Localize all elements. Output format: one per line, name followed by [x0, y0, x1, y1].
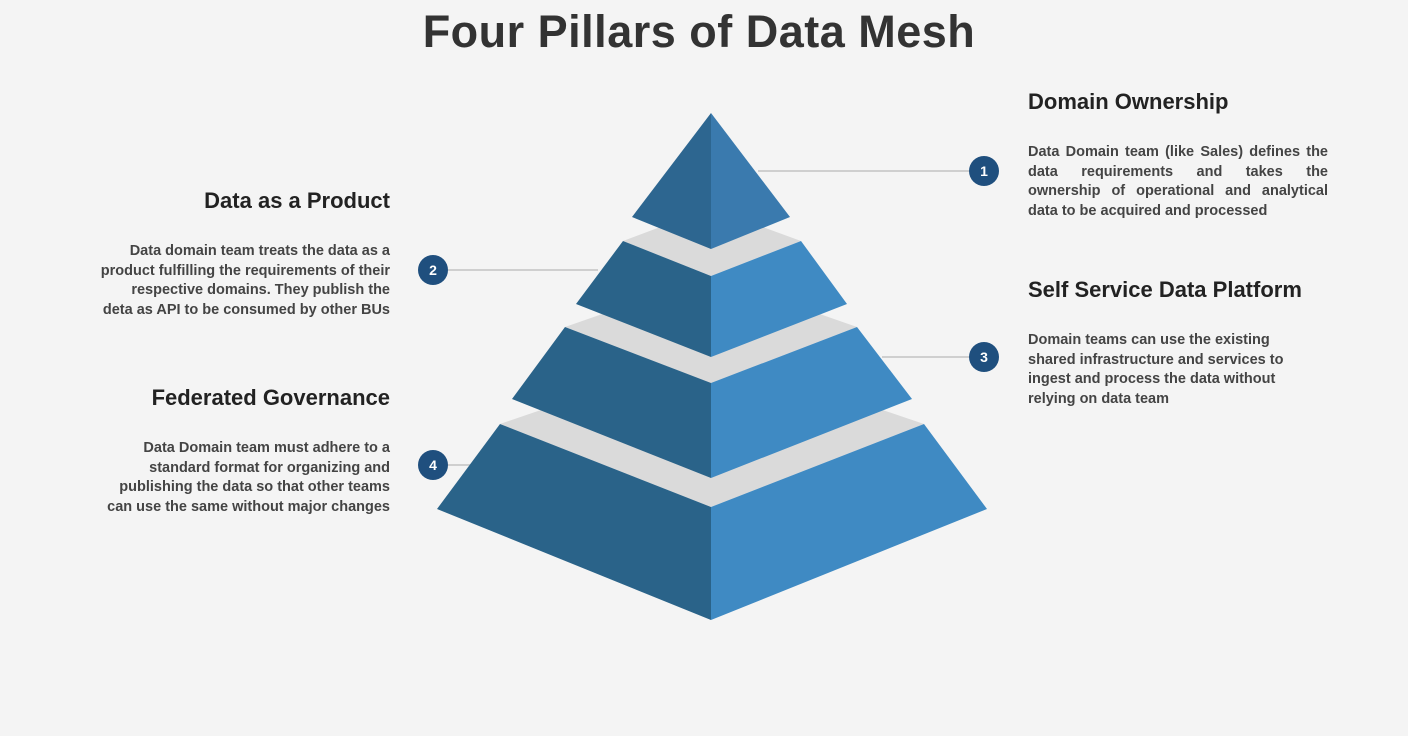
pillar-domain-ownership: Domain Ownership Data Domain team (like …: [1028, 89, 1328, 221]
marker-1: 1: [969, 156, 999, 186]
pillar-text-line: Data domain team treats the data as a: [129, 243, 390, 259]
marker-3-number: 3: [980, 349, 988, 365]
pillar-heading: Domain Ownership: [1028, 89, 1229, 114]
pillar-text-line: data requirements and takes the: [1028, 163, 1328, 180]
marker-2: 2: [418, 255, 448, 285]
page-title: Four Pillars of Data Mesh: [422, 6, 976, 57]
tier-3-right-face: [711, 327, 912, 478]
pillar-text-line: standard format for organizing and: [149, 459, 390, 476]
tier-1-right-face: [711, 113, 790, 249]
tier-4-left-face: [437, 424, 711, 620]
pillar-text-line: ingest and process the data without: [1028, 371, 1276, 387]
pillar-text-line: relying on data team: [1028, 390, 1170, 407]
pillar-text-line: publishing the data so that other teams: [119, 479, 390, 495]
pillar-text-line: shared infrastructure and services to: [1028, 351, 1284, 368]
marker-4-number: 4: [429, 457, 437, 473]
marker-2-number: 2: [429, 262, 437, 278]
pillar-text-line: deta as API to be consumed by other BUs: [102, 301, 390, 318]
pillar-text-line: Domain teams can use the existing: [1028, 332, 1270, 348]
pillar-heading: Federated Governance: [151, 385, 390, 410]
tier-2-left-face: [576, 241, 711, 357]
pillar-heading: Data as a Product: [204, 188, 390, 213]
pillar-text-line: can use the same without major changes: [107, 498, 390, 515]
tier-2-right-face: [711, 241, 847, 357]
pillar-text-line: Data Domain team (like Sales) defines th…: [1028, 144, 1328, 160]
pillar-heading: Self Service Data Platform: [1028, 277, 1302, 302]
pillar-text-line: respective domains. They publish the: [131, 282, 390, 298]
pillar-data-as-product: Data as a Product Data domain team treat…: [90, 188, 390, 320]
marker-4: 4: [418, 450, 448, 480]
marker-1-number: 1: [980, 163, 988, 179]
pillar-self-service-platform: Self Service Data Platform Domain teams …: [1028, 277, 1328, 409]
marker-3: 3: [969, 342, 999, 372]
pillar-text-line: data to be acquired and processed: [1028, 202, 1268, 219]
pillar-text-line: ownership of operational and analytical: [1028, 183, 1328, 199]
tier-1-left-face: [632, 113, 711, 249]
tier-4-right-face: [711, 424, 987, 620]
pillar-federated-governance: Federated Governance Data Domain team mu…: [90, 385, 390, 517]
tier-3-left-face: [512, 327, 711, 478]
pillar-text-line: Data Domain team must adhere to a: [143, 440, 390, 456]
pillar-text-line: product fulfilling the requirements of t…: [100, 262, 390, 279]
